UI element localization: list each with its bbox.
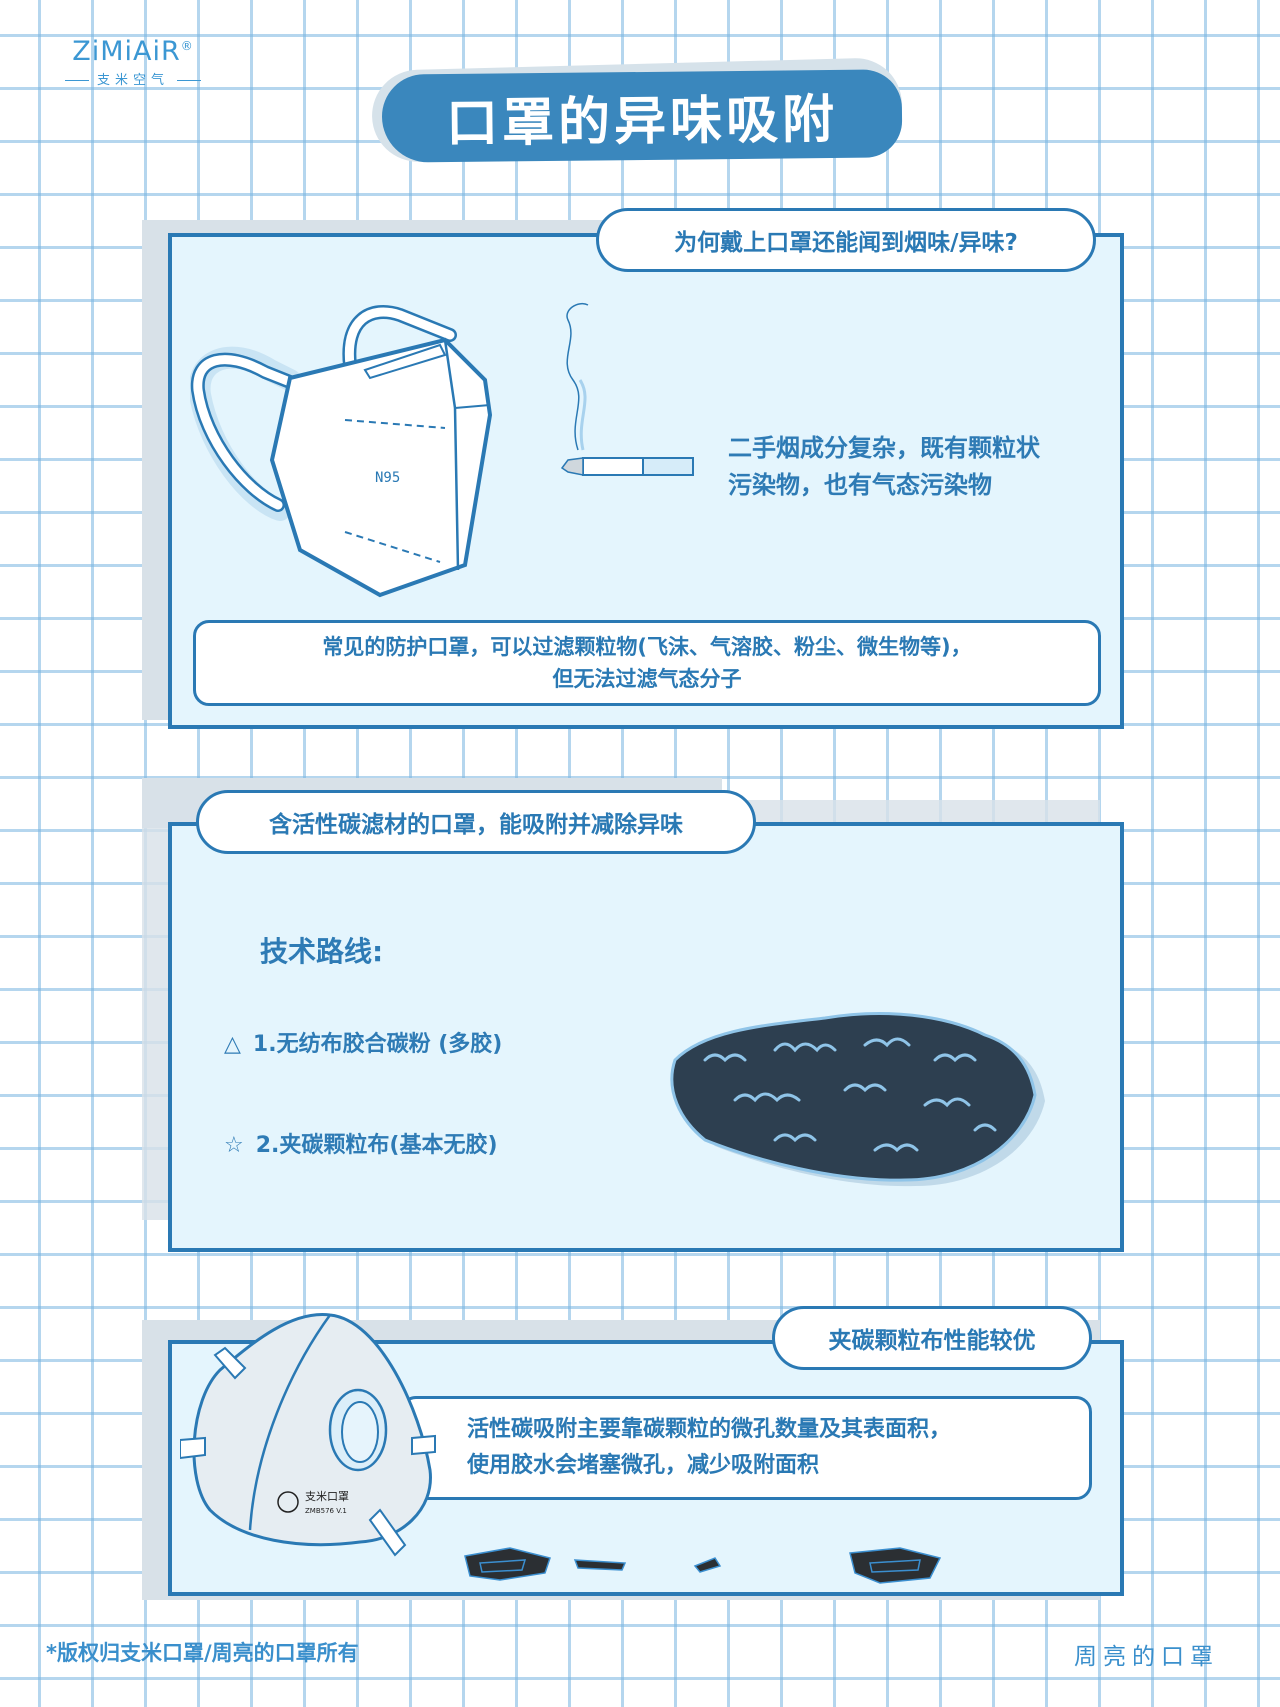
routes-title: 技术路线: <box>260 935 384 968</box>
svg-text:N95: N95 <box>375 470 400 486</box>
activated-carbon-heading: 含活性碳滤材的口罩，能吸附并减除异味 <box>196 790 756 854</box>
smoke-composition-text: 二手烟成分复杂，既有颗粒状 污染物，也有气态污染物 <box>728 434 1040 499</box>
star-icon: ☆ <box>224 1133 244 1158</box>
cigarette-illustration <box>560 303 694 476</box>
adsorption-explanation: 活性碳吸附主要靠碳颗粒的微孔数量及其表面积， 使用胶水会堵塞微孔，减少吸附面积 <box>400 1396 1092 1500</box>
triangle-icon: △ <box>224 1032 241 1057</box>
n95-mask-illustration: N95 <box>190 305 493 598</box>
section-why-smell-heading: 为何戴上口罩还能闻到烟味/异味? <box>596 208 1096 272</box>
carbon-granules-illustration <box>464 1547 942 1584</box>
svg-text:ZMB576 V.1: ZMB576 V.1 <box>305 1507 347 1515</box>
author-signature: 周亮的口罩 <box>1074 1644 1219 1670</box>
copyright-notice: *版权归支米口罩/周亮的口罩所有 <box>46 1641 359 1665</box>
svg-text:支米口罩: 支米口罩 <box>305 1490 349 1503</box>
carbon-powder-illustration <box>670 1011 1045 1187</box>
filter-limitation-note: 常见的防护口罩，可以过滤颗粒物(飞沫、气溶胶、粉尘、微生物等)， 但无法过滤气态… <box>193 620 1101 706</box>
route-item-1: △1.无纺布胶合碳粉 (多胶) <box>224 1032 503 1057</box>
brand-name: ZiMiAiR <box>72 36 181 67</box>
route-item-2: ☆2.夹碳颗粒布(基本无胶) <box>224 1133 498 1158</box>
brand-logo: ZiMiAiR® 支米空气 <box>48 36 218 88</box>
brand-subtitle: 支米空气 <box>48 69 218 88</box>
page-title: 口罩的异味吸附 <box>381 69 903 163</box>
cup-mask-illustration: 支米口罩 ZMB576 V.1 <box>180 1313 436 1557</box>
carbon-cloth-heading: 夹碳颗粒布性能较优 <box>772 1306 1092 1370</box>
